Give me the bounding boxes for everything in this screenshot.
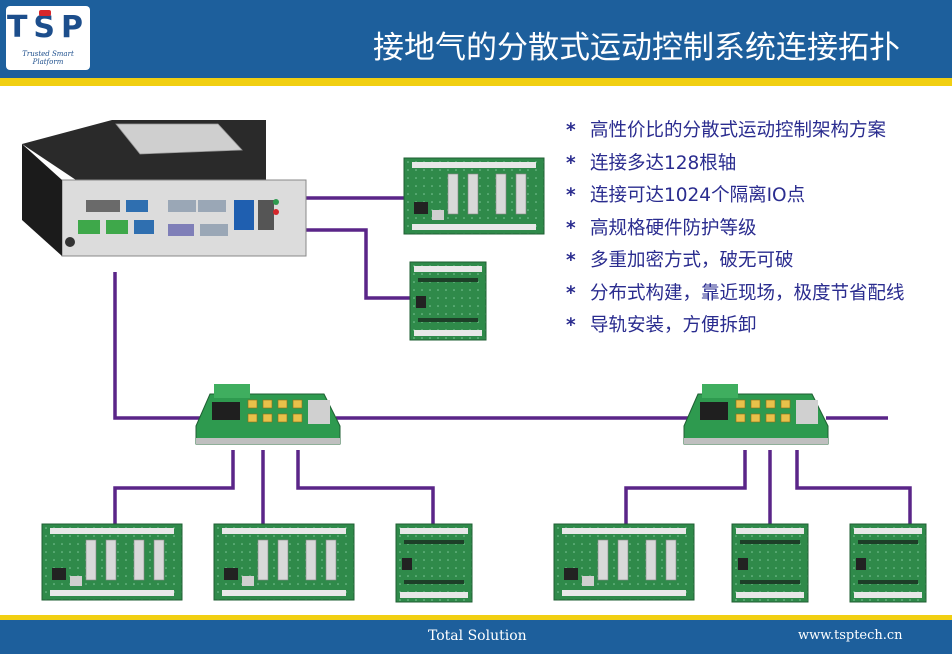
header-stripe xyxy=(0,78,952,86)
io-board-top xyxy=(409,261,487,341)
motion-controller xyxy=(22,120,307,257)
feature-text: 分布式构建，靠近现场，极度节省配线 xyxy=(590,282,905,304)
logo-accent-dot xyxy=(39,10,51,16)
bullet-icon: * xyxy=(566,250,576,271)
tsp-logo: TSP Trusted Smart Platform xyxy=(6,6,90,70)
feature-item: * 导轨安装，方便拆卸 xyxy=(566,311,946,344)
feature-item: * 连接可达1024个隔离IO点 xyxy=(566,181,946,214)
bullet-icon: * xyxy=(566,315,576,336)
distributed-hub-left xyxy=(195,383,341,445)
feature-text: 导轨安装，方便拆卸 xyxy=(590,315,757,336)
feature-item: * 分布式构建，靠近现场，极度节省配线 xyxy=(566,279,946,312)
footer-slogan: Total Solution xyxy=(428,628,527,644)
footer-stripe xyxy=(0,615,952,620)
feature-text: 连接可达1024个隔离IO点 xyxy=(590,185,806,206)
feature-item: * 高规格硬件防护等级 xyxy=(566,214,946,247)
bullet-icon: * xyxy=(566,217,576,239)
feature-text: 高性价比的分散式运动控制架构方案 xyxy=(590,120,887,141)
io-board-1 xyxy=(395,523,473,603)
footer-bar xyxy=(0,620,952,654)
io-board-3 xyxy=(849,523,927,603)
axis-board-3 xyxy=(553,523,695,601)
axis-board-1 xyxy=(41,523,183,601)
distributed-hub-right xyxy=(683,383,829,445)
page-title: 接地气的分散式运动控制系统连接拓扑 xyxy=(373,30,900,66)
bullet-icon: * xyxy=(566,152,576,174)
feature-list: * 高性价比的分散式运动控制架构方案 * 连接多达128根轴 * 连接可达1024个隔… xyxy=(566,116,946,344)
feature-text: 高规格硬件防护等级 xyxy=(590,217,757,239)
feature-item: * 连接多达128根轴 xyxy=(566,149,946,182)
axis-board-2 xyxy=(213,523,355,601)
feature-item: * 高性价比的分散式运动控制架构方案 xyxy=(566,116,946,149)
bullet-icon: * xyxy=(566,185,576,206)
logo-tagline: Trusted Smart Platform xyxy=(22,50,74,66)
bullet-icon: * xyxy=(566,282,576,304)
axis-board-top xyxy=(403,157,545,235)
header-bar xyxy=(0,0,952,78)
feature-text: 多重加密方式，破无可破 xyxy=(590,250,794,271)
bullet-icon: * xyxy=(566,120,576,141)
feature-item: * 多重加密方式，破无可破 xyxy=(566,246,946,279)
footer-website: www.tsptech.cn xyxy=(798,628,903,643)
io-board-2 xyxy=(731,523,809,603)
feature-text: 连接多达128根轴 xyxy=(590,152,737,174)
